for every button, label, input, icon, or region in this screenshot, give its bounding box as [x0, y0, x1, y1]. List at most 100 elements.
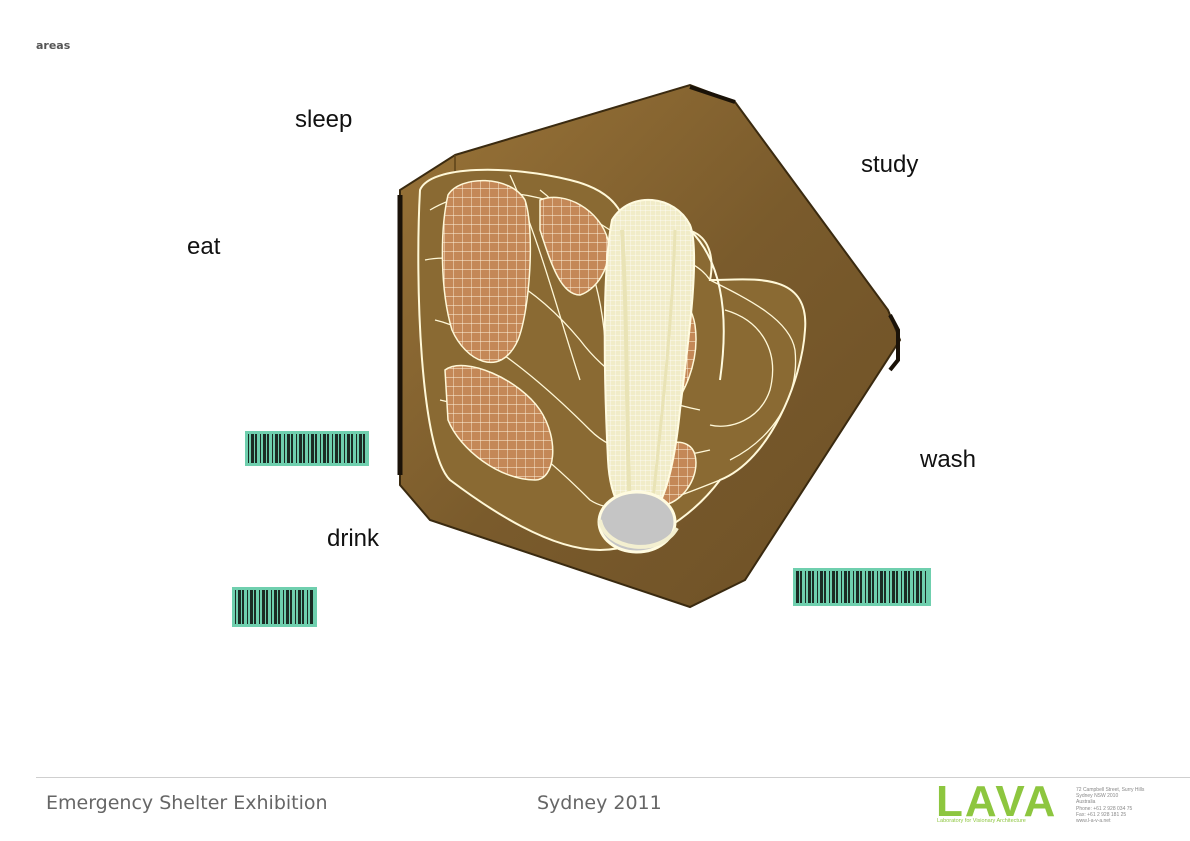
- barcode-bottom-left: [232, 587, 317, 627]
- barcode-bar: [800, 571, 802, 603]
- address-line: 72 Campbell Street, Surry Hills: [1076, 787, 1145, 793]
- barcode-bar: [251, 434, 254, 463]
- pad-lower-left: [444, 364, 554, 481]
- barcode-right: [793, 568, 931, 606]
- barcode-bar: [865, 571, 866, 603]
- barcode-bar: [299, 434, 302, 463]
- barcode-bar: [848, 571, 850, 603]
- barcode-bar: [913, 571, 914, 603]
- barcode-bar: [247, 590, 248, 624]
- barcode-bar: [242, 590, 244, 624]
- area-label-drink: drink: [327, 525, 380, 552]
- barcode-bar: [860, 571, 862, 603]
- barcode-left: [245, 431, 369, 466]
- barcode-bar: [884, 571, 886, 603]
- pad-center: [539, 196, 610, 296]
- barcode-bar: [908, 571, 910, 603]
- barcode-bar: [327, 434, 329, 463]
- barcode-bar: [844, 571, 847, 603]
- barcode-bar: [896, 571, 898, 603]
- barcode-bar: [916, 571, 919, 603]
- barcode-bar: [278, 590, 280, 624]
- barcode-bar: [254, 590, 256, 624]
- area-label-eat: eat: [187, 233, 221, 260]
- barcode-bar: [315, 434, 317, 463]
- barcode-bar: [307, 590, 308, 624]
- logo-wordmark: LAVA: [936, 777, 1058, 826]
- barcode-bar: [836, 571, 838, 603]
- area-label-study: study: [861, 151, 919, 178]
- barcode-bar: [303, 434, 305, 463]
- barcode-bar: [291, 434, 293, 463]
- barcode-bar: [853, 571, 854, 603]
- barcode-bar: [925, 571, 926, 603]
- barcode-bar: [344, 434, 345, 463]
- barcode-bar: [308, 434, 309, 463]
- barcode-bar: [235, 590, 236, 624]
- address-line: Fax: +61 2 928 181 25: [1076, 811, 1127, 818]
- barcode-bar: [904, 571, 907, 603]
- contact-address: 72 Campbell Street, Surry Hills Sydney N…: [1076, 787, 1186, 824]
- barcode-bar: [351, 434, 353, 463]
- lava-logo: LAVA Laboratory for Visionary Architectu…: [936, 780, 1060, 828]
- barcode-bar: [872, 571, 874, 603]
- barcode-bar: [347, 434, 350, 463]
- barcode-bar: [820, 571, 823, 603]
- barcode-bar: [892, 571, 895, 603]
- logo-tagline: Laboratory for Visionary Architecture: [937, 818, 1026, 824]
- barcode-bar: [877, 571, 878, 603]
- barcode-bar: [275, 434, 278, 463]
- footer-divider: [36, 777, 1190, 778]
- barcode-bar: [272, 434, 273, 463]
- barcode-bar: [283, 590, 284, 624]
- barcode-bar: [880, 571, 883, 603]
- barcode-bar: [320, 434, 321, 463]
- barcode-bar: [267, 434, 269, 463]
- barcode-bar: [262, 590, 265, 624]
- address-line: Phone: +61 2 928 034 75: [1076, 805, 1133, 812]
- barcode-bar: [238, 590, 241, 624]
- barcode-bar: [250, 590, 253, 624]
- barcode-bar: [363, 434, 365, 463]
- barcode-bar: [359, 434, 362, 463]
- barcode-bar: [290, 590, 292, 624]
- barcode-bar: [841, 571, 842, 603]
- barcode-bar: [248, 434, 249, 463]
- barcode-bar: [889, 571, 890, 603]
- area-label-wash: wash: [920, 446, 977, 473]
- barcode-bar: [920, 571, 922, 603]
- address-line: Sydney NSW 2010: [1076, 793, 1119, 800]
- address-line: www.l-a-v-a.net: [1076, 818, 1111, 825]
- barcode-bar: [824, 571, 826, 603]
- barcode-bar: [279, 434, 281, 463]
- barcode-bar: [901, 571, 902, 603]
- barcode-bar: [287, 434, 290, 463]
- barcode-bar: [829, 571, 830, 603]
- area-label-sleep: sleep: [295, 106, 353, 133]
- barcode-bar: [311, 434, 314, 463]
- footer-title: Emergency Shelter Exhibition: [46, 792, 328, 814]
- barcode-bar: [856, 571, 859, 603]
- barcode-bar: [310, 590, 313, 624]
- barcode-bar: [255, 434, 257, 463]
- barcode-bar: [266, 590, 268, 624]
- barcode-bar: [274, 590, 277, 624]
- barcode-bar: [808, 571, 811, 603]
- pad-upper-left: [441, 179, 532, 363]
- barcode-bar: [832, 571, 835, 603]
- barcode-bar: [332, 434, 333, 463]
- barcode-bar: [335, 434, 338, 463]
- barcode-bar: [796, 571, 799, 603]
- barcode-bar: [296, 434, 297, 463]
- barcode-bar: [323, 434, 326, 463]
- barcode-bar: [805, 571, 806, 603]
- barcode-bar: [356, 434, 357, 463]
- barcode-bar: [868, 571, 871, 603]
- barcode-bar: [817, 571, 818, 603]
- shelter-plan-render: [397, 83, 902, 609]
- barcode-bar: [302, 590, 304, 624]
- barcode-bar: [298, 590, 301, 624]
- barcode-bar: [259, 590, 260, 624]
- barcode-bar: [812, 571, 814, 603]
- address-line: Australia: [1076, 799, 1096, 806]
